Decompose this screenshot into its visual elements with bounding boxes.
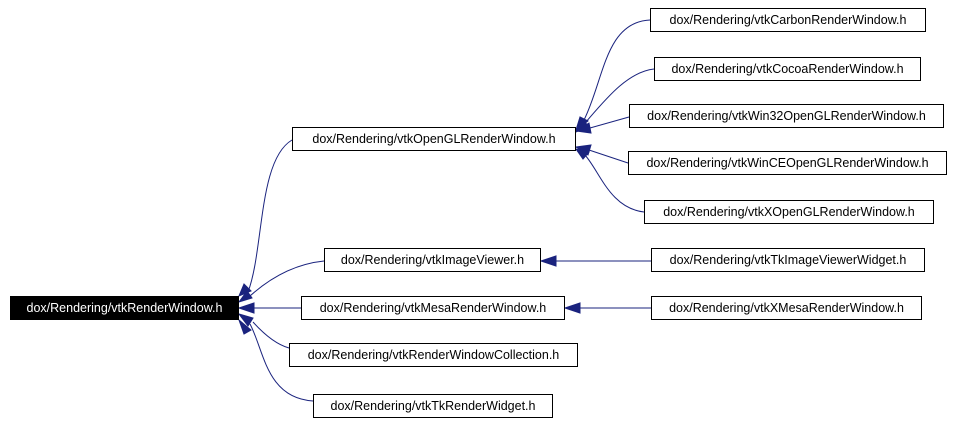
node-vtkRenderWindow[interactable]: dox/Rendering/vtkRenderWindow.h xyxy=(10,296,239,320)
arrowhead-imageviewer xyxy=(237,290,253,303)
node-vtkXOpenGLRenderWindow[interactable]: dox/Rendering/vtkXOpenGLRenderWindow.h xyxy=(644,200,934,224)
node-vtkWin32OpenGLRenderWindow[interactable]: dox/Rendering/vtkWin32OpenGLRenderWindow… xyxy=(629,104,944,128)
node-vtkMesaRenderWindow[interactable]: dox/Rendering/vtkMesaRenderWindow.h xyxy=(301,296,565,320)
node-vtkCarbonRenderWindow[interactable]: dox/Rendering/vtkCarbonRenderWindow.h xyxy=(650,8,926,32)
node-vtkImageViewer[interactable]: dox/Rendering/vtkImageViewer.h xyxy=(324,248,541,272)
node-vtkCocoaRenderWindow[interactable]: dox/Rendering/vtkCocoaRenderWindow.h xyxy=(654,57,921,81)
arrowhead-collection xyxy=(237,313,254,327)
node-vtkOpenGLRenderWindow[interactable]: dox/Rendering/vtkOpenGLRenderWindow.h xyxy=(292,127,576,151)
node-vtkWinCEOpenGLRenderWindow[interactable]: dox/Rendering/vtkWinCEOpenGLRenderWindow… xyxy=(628,151,947,175)
arrowhead-win32 xyxy=(574,122,592,134)
edge-wince-to-opengl xyxy=(588,149,629,164)
node-vtkTkImageViewerWidget[interactable]: dox/Rendering/vtkTkImageViewerWidget.h xyxy=(651,248,925,272)
edge-win32-to-opengl xyxy=(589,116,630,129)
edge-collection-to-root xyxy=(252,321,290,349)
edge-imageviewer-to-root xyxy=(249,260,325,297)
arrowhead-tkrender xyxy=(237,318,252,335)
edge-xopengl-to-opengl xyxy=(584,154,645,213)
edge-carbon-to-opengl xyxy=(583,19,651,121)
arrowhead-tkimage xyxy=(539,255,557,267)
arrowhead-mesa xyxy=(237,302,255,314)
arrowhead-xopengl xyxy=(574,148,590,160)
edge-tkrender-to-root xyxy=(249,323,314,402)
node-vtkXMesaRenderWindow[interactable]: dox/Rendering/vtkXMesaRenderWindow.h xyxy=(651,296,922,320)
arrowhead-xmesa xyxy=(563,302,581,314)
node-vtkRenderWindowCollection[interactable]: dox/Rendering/vtkRenderWindowCollection.… xyxy=(289,343,578,367)
edge-cocoa-to-opengl xyxy=(584,68,655,124)
edge-opengl-to-root xyxy=(247,139,293,293)
node-vtkTkRenderWidget[interactable]: dox/Rendering/vtkTkRenderWidget.h xyxy=(313,394,553,418)
